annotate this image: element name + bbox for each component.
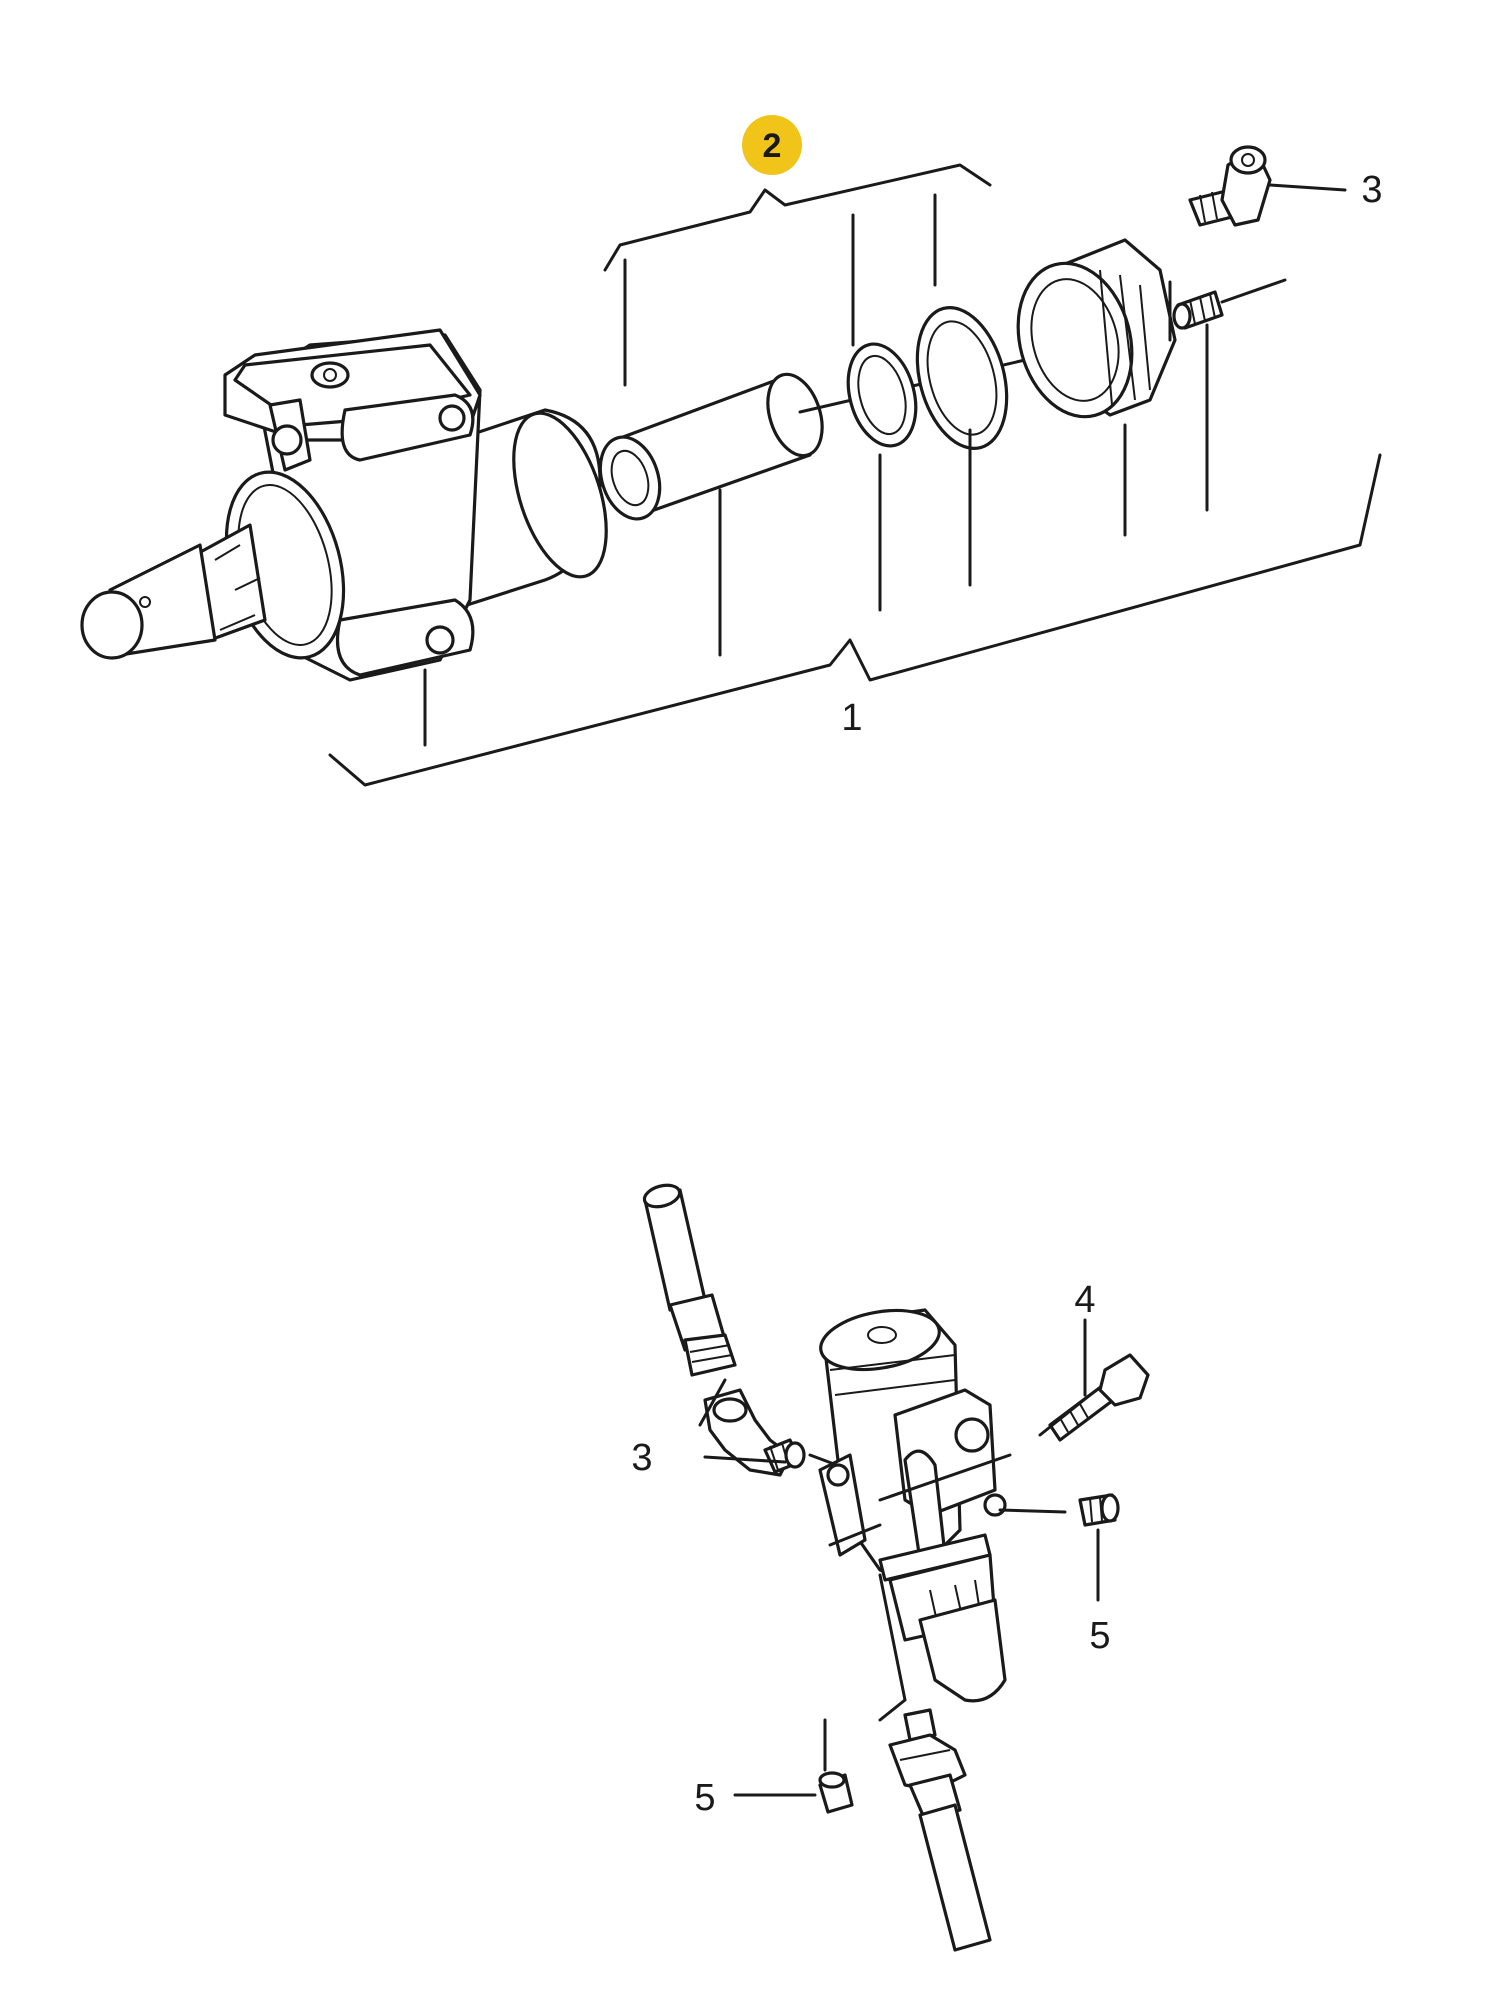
bracket-item-2-ticks (623, 193, 937, 387)
bracket-item-1 (328, 453, 1382, 787)
lower-axis-line (878, 1573, 907, 1702)
highlight-badge (742, 115, 802, 175)
sleeve[interactable] (590, 367, 831, 526)
bleed-cap-right[interactable] (1078, 1493, 1120, 1527)
callout-4[interactable]: 4 (1074, 1279, 1095, 1321)
bolt-axis-line (1038, 1393, 1092, 1437)
leader-line-3-top (1268, 183, 1347, 192)
callout-5-left[interactable]: 5 (694, 1777, 715, 1819)
bracket-item-1-ticks (423, 323, 1209, 747)
rod-line-bottom-2 (828, 1523, 882, 1547)
threaded-nut[interactable] (1002, 238, 1177, 430)
bleed-screw[interactable] (1172, 290, 1224, 330)
cylinder-housing[interactable] (80, 328, 624, 682)
washer-ring[interactable] (903, 298, 1021, 459)
banjo-fitting[interactable] (703, 1388, 806, 1477)
callout-3-top[interactable]: 3 (1361, 169, 1382, 211)
banjo-axis-line (698, 1378, 727, 1427)
seal-ring[interactable] (838, 336, 927, 453)
callout-1-top[interactable]: 1 (841, 697, 862, 739)
lower-line-link (878, 1698, 907, 1722)
elbow-fitting[interactable] (1188, 145, 1272, 227)
leader-to-body-5 (998, 1508, 1067, 1514)
leader-line-3-bottom (703, 1455, 787, 1464)
callout-badge-2[interactable]: 2 (742, 115, 802, 175)
callout-3-bottom[interactable]: 3 (631, 1437, 652, 1479)
callout-2-top: 2 (763, 127, 782, 165)
bleed-cap-left[interactable] (818, 1771, 854, 1814)
bottom-assembly: 4 5 3 5 (631, 1182, 1150, 1952)
top-assembly: 2 1 3 (80, 115, 1383, 787)
lower-brake-line[interactable] (888, 1708, 992, 1952)
bleed-axis-line (1220, 278, 1287, 304)
bolt[interactable] (1048, 1353, 1150, 1442)
upper-brake-line[interactable] (642, 1182, 737, 1377)
rod-line-bottom (878, 1453, 1012, 1502)
callout-5-right[interactable]: 5 (1089, 1615, 1110, 1657)
slave-cylinder-body[interactable] (816, 1302, 1007, 1703)
bracket-item-2 (603, 163, 992, 272)
